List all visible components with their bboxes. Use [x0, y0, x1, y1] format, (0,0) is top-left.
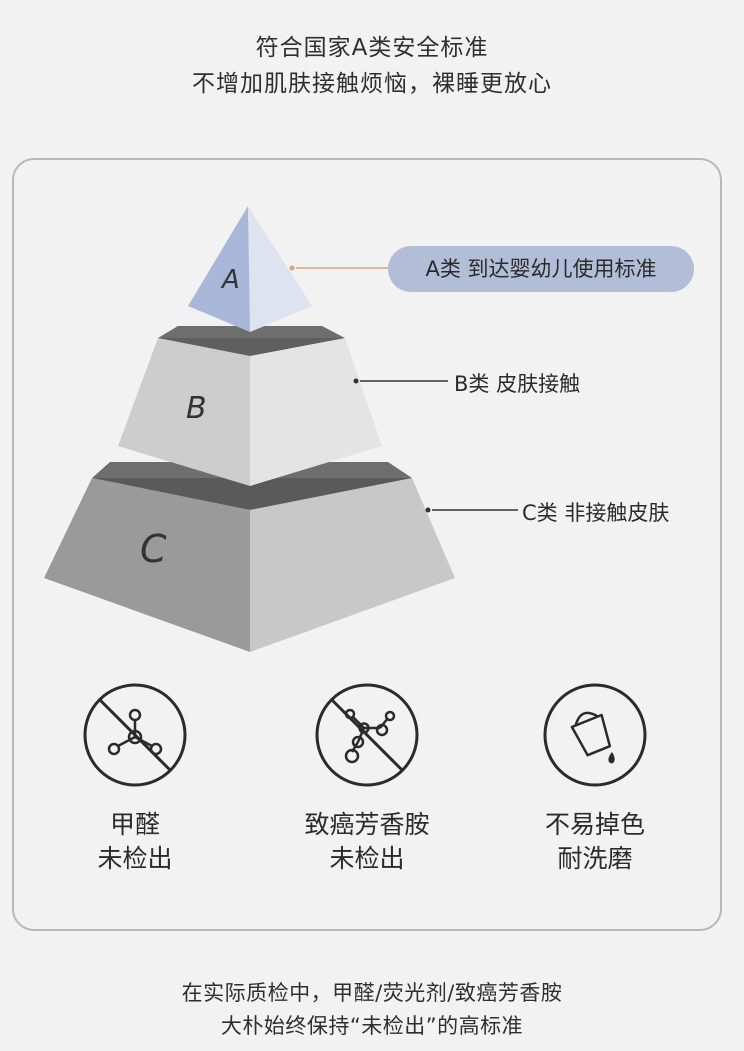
formaldehyde-molecule-crossed-icon [83, 683, 187, 787]
footer-line-2: 大朴始终保持“未检出”的高标准 [220, 1014, 524, 1038]
feature-1-line1: 甲醛 [109, 810, 160, 839]
pyramid-tier-a: A [188, 206, 312, 332]
tier-c-leader [425, 507, 518, 513]
feature-2-line2: 未检出 [329, 844, 405, 873]
pyramid-tier-c: C [44, 462, 455, 652]
feature-3-line1: 不易掉色 [544, 810, 645, 839]
feature-1-line2: 未检出 [97, 844, 173, 873]
feature-3-line2: 耐洗磨 [557, 844, 633, 873]
feature-2-label: 致癌芳香胺 未检出 [267, 808, 467, 876]
footer-line-1: 在实际质检中，甲醛/荧光剂/致癌芳香胺 [181, 981, 563, 1005]
tier-a-label: A类 到达婴幼儿使用标准 [388, 246, 694, 292]
heading-line-2: 不增加肌肤接触烦恼，裸睡更放心 [192, 71, 552, 97]
tier-c-label: C类 非接触皮肤 [522, 501, 670, 525]
tier-c-letter: C [140, 527, 167, 571]
tier-b-label: B类 皮肤接触 [454, 372, 581, 396]
carcinogen-molecule-crossed-icon [315, 683, 419, 787]
feature-2-line1: 致癌芳香胺 [304, 810, 430, 839]
feature-3-label: 不易掉色 耐洗磨 [495, 808, 695, 876]
tier-b-letter: B [186, 391, 207, 426]
tier-b-leader [353, 378, 448, 384]
pyramid-tier-b: B [118, 326, 382, 486]
dye-bucket-drop-icon [543, 683, 647, 787]
feature-1-label: 甲醛 未检出 [35, 808, 235, 876]
tier-a-letter: A [220, 265, 240, 295]
tier-a-leader [289, 265, 388, 271]
heading-line-1: 符合国家A类安全标准 [255, 35, 489, 61]
